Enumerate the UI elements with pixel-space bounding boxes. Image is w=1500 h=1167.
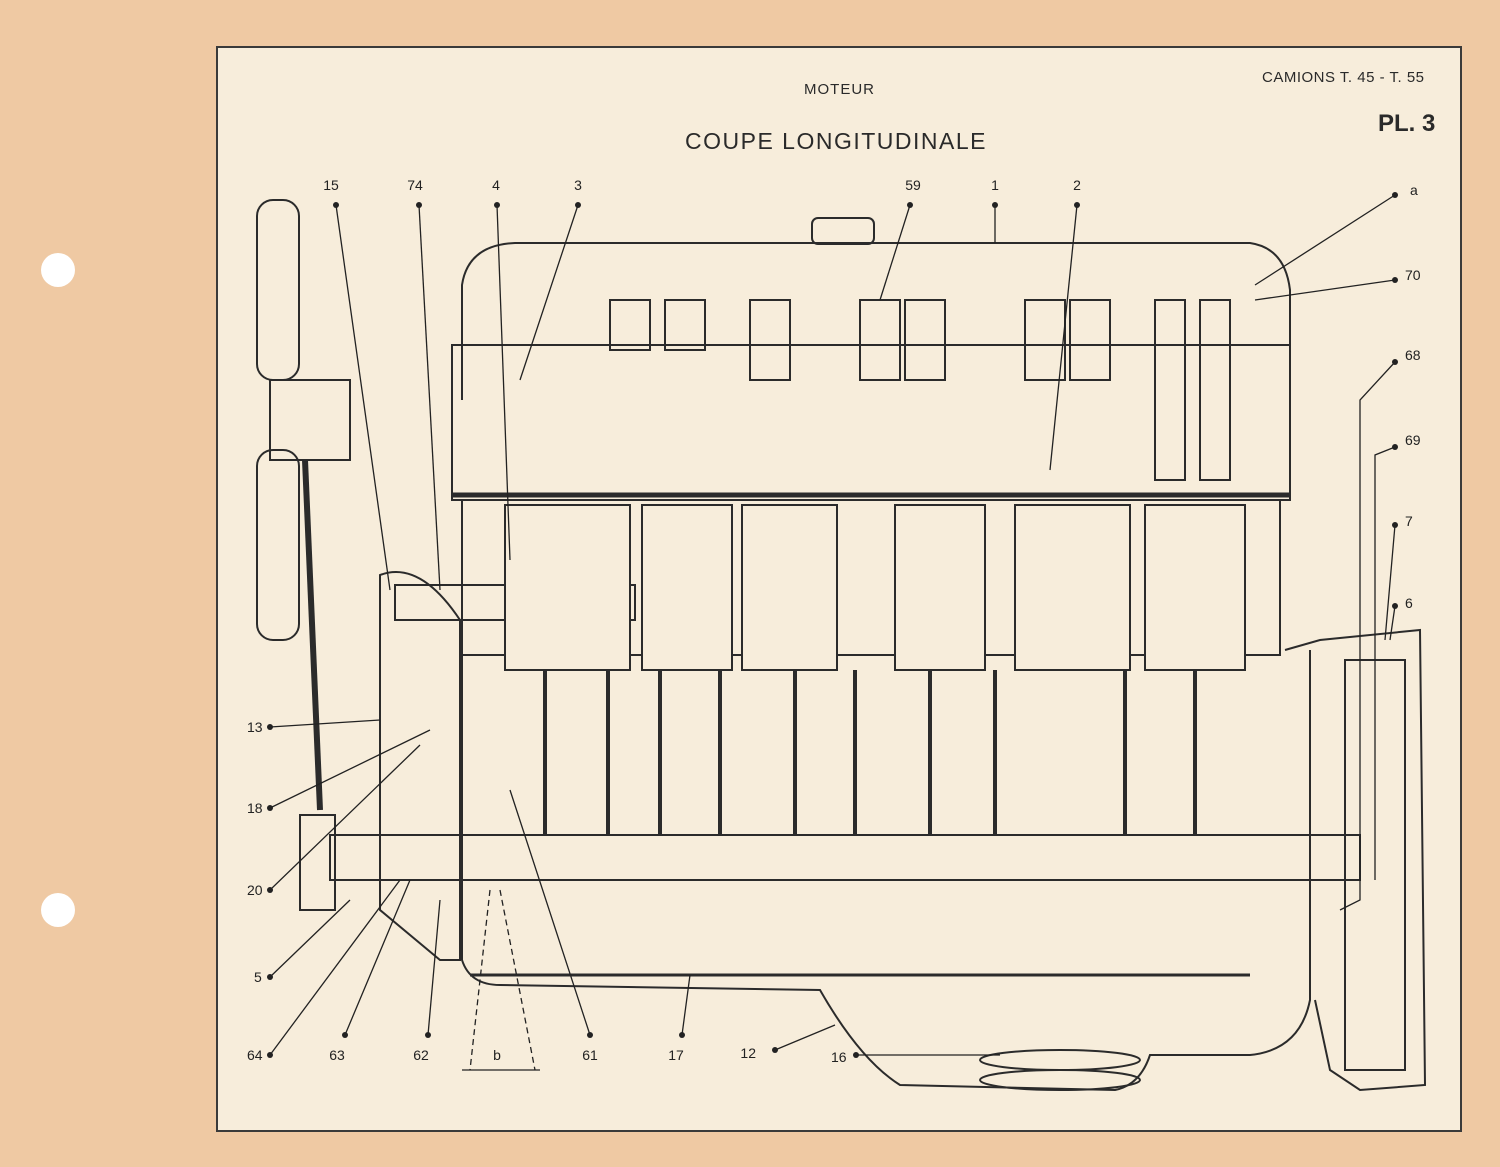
water-pump [269,379,351,461]
diagram-title: COUPE LONGITUDINALE [685,128,987,154]
callout-label-17: 17 [668,1047,684,1063]
callout-dot-59 [907,202,913,208]
callout-dot-6 [1392,603,1398,609]
oil-sump [461,650,1311,1092]
callout-dot-70 [1392,277,1398,283]
callout-label-3: 3 [574,177,582,193]
callout-label-12: 12 [740,1045,756,1061]
callout-dot-a [1392,192,1398,198]
cylinder-head [451,344,1291,501]
callout-label-5: 5 [254,969,262,985]
diagram-plate: MOTEUR CAMIONS T. 45 - T. 55 PL. 3 COUPE… [216,46,1462,1132]
callout-label-59: 59 [905,177,921,193]
crank-pulley [299,814,336,911]
plate-number: PL. 3 [1378,110,1436,137]
callout-label-70: 70 [1405,267,1421,283]
callout-dot-13 [267,724,273,730]
callout-label-74: 74 [407,177,423,193]
callout-label-61: 61 [582,1047,598,1063]
callout-dot-62 [425,1032,431,1038]
callout-label-2: 2 [1073,177,1081,193]
callout-dot-5 [267,974,273,980]
callout-label-16: 16 [831,1049,847,1065]
callout-label-18: 18 [247,800,263,816]
callout-dot-74 [416,202,422,208]
callout-label-20: 20 [247,882,263,898]
fan-blade-lower [256,449,300,641]
punch-hole-bottom [41,893,75,927]
filler-cap [811,217,875,245]
cylinders [504,504,1246,671]
callout-dot-69 [1392,444,1398,450]
timing-case [379,571,461,961]
cylinder-1 [641,504,733,671]
section-title: MOTEUR [804,81,875,98]
callout-label-64: 64 [247,1047,263,1063]
crankshaft [329,834,1361,881]
callout-dot-17 [679,1032,685,1038]
cylinder-block [461,499,1281,656]
leader-lines [269,194,1396,1071]
callout-label-13: 13 [247,719,263,735]
callout-dot-64 [267,1052,273,1058]
callout-label-b: b [493,1047,501,1063]
callout-dot-16 [853,1052,859,1058]
callout-dot-68 [1392,359,1398,365]
callout-label-62: 62 [413,1047,429,1063]
cylinder-5 [1144,504,1246,671]
callout-dot-63 [342,1032,348,1038]
callout-dot-4 [494,202,500,208]
callout-dot-1 [992,202,998,208]
series-title: CAMIONS T. 45 - T. 55 [1262,69,1425,86]
callout-label-68: 68 [1405,347,1421,363]
engine-outline [256,199,1427,1092]
callout-label-15: 15 [323,177,339,193]
callout-label-1: 1 [991,177,999,193]
callout-label-6: 6 [1405,595,1413,611]
callout-dot-2 [1074,202,1080,208]
callout-label-7: 7 [1405,513,1413,529]
punch-hole-top [41,253,75,287]
callout-label-a: a [1410,182,1418,198]
cylinder-2 [741,504,838,671]
cylinder-4 [1014,504,1131,671]
callout-dot-20 [267,887,273,893]
callout-dot-3 [575,202,581,208]
connecting-rods [543,670,1197,835]
callout-label-4: 4 [492,177,500,193]
callout-label-69: 69 [1405,432,1421,448]
cylinder-6 [504,504,631,671]
callout-label-63: 63 [329,1047,345,1063]
cylinder-3 [894,504,986,671]
callout-dot-61 [587,1032,593,1038]
callout-dot-18 [267,805,273,811]
fan-blade-upper [256,199,300,381]
valve-springs [609,299,1231,481]
callout-dot-12 [772,1047,778,1053]
rocker-cover [461,242,1291,400]
flywheel-housing [1284,628,1427,1092]
callout-dot-7 [1392,522,1398,528]
callout-dot-15 [333,202,339,208]
oil-pump [979,1049,1141,1071]
